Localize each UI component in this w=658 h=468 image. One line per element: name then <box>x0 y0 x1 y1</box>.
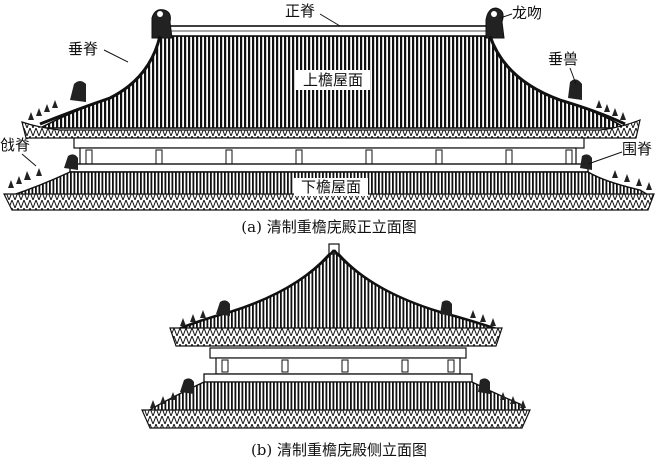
side-hip-ridge-left <box>175 249 335 332</box>
side-hip-ridge-right <box>333 249 501 332</box>
dragon-finial-left <box>151 9 173 39</box>
label-main-ridge: 正脊 <box>285 2 315 20</box>
label-lower-roof: 下檐屋面 <box>301 178 361 196</box>
eave-figurines-upper <box>28 100 626 120</box>
label-hip-beast: 垂兽 <box>548 50 578 68</box>
side-wall-band <box>215 357 461 375</box>
side-upper-roof-surface <box>175 246 501 331</box>
hip-ridge-left <box>39 35 162 126</box>
side-frieze <box>209 347 467 359</box>
label-hip-ridge: 垂脊 <box>68 40 98 58</box>
side-enclosing-ridge <box>203 373 473 383</box>
hip-beast-right <box>568 79 582 100</box>
lower-eave-band <box>3 193 655 211</box>
dragon-finial-right <box>485 7 505 39</box>
label-upper-roof: 上檐屋面 <box>303 71 363 89</box>
hip-beast-left <box>70 81 86 102</box>
front-elevation: 上檐屋面 下檐屋面 正脊 <box>0 2 655 236</box>
side-upper-eave-band <box>169 327 503 347</box>
wall-posts <box>85 149 573 165</box>
caption-front-elevation: (a) 清制重檐庑殿正立面图 <box>241 218 416 236</box>
eave-figurines-lower <box>8 154 652 190</box>
caption-side-elevation: (b) 清制重檐庑殿侧立面图 <box>251 441 427 459</box>
upper-frieze <box>73 137 585 149</box>
side-elevation: (b) 清制重檐庑殿侧立面图 <box>141 243 531 459</box>
label-angled-ridge: 戗脊 <box>0 136 30 154</box>
side-hip-beasts-lower <box>150 378 526 408</box>
side-lower-eave-band <box>141 409 531 429</box>
side-lower-roof-surface <box>143 381 528 413</box>
label-enclosing-ridge: 围脊 <box>622 140 652 158</box>
enclosing-ridge <box>69 163 589 173</box>
side-wall-posts <box>221 359 455 373</box>
upper-eave-band <box>21 119 641 139</box>
side-hip-beasts-upper <box>180 300 496 326</box>
hip-ridge-right <box>488 35 626 126</box>
label-dragon-finial: 龙吻 <box>512 4 542 22</box>
